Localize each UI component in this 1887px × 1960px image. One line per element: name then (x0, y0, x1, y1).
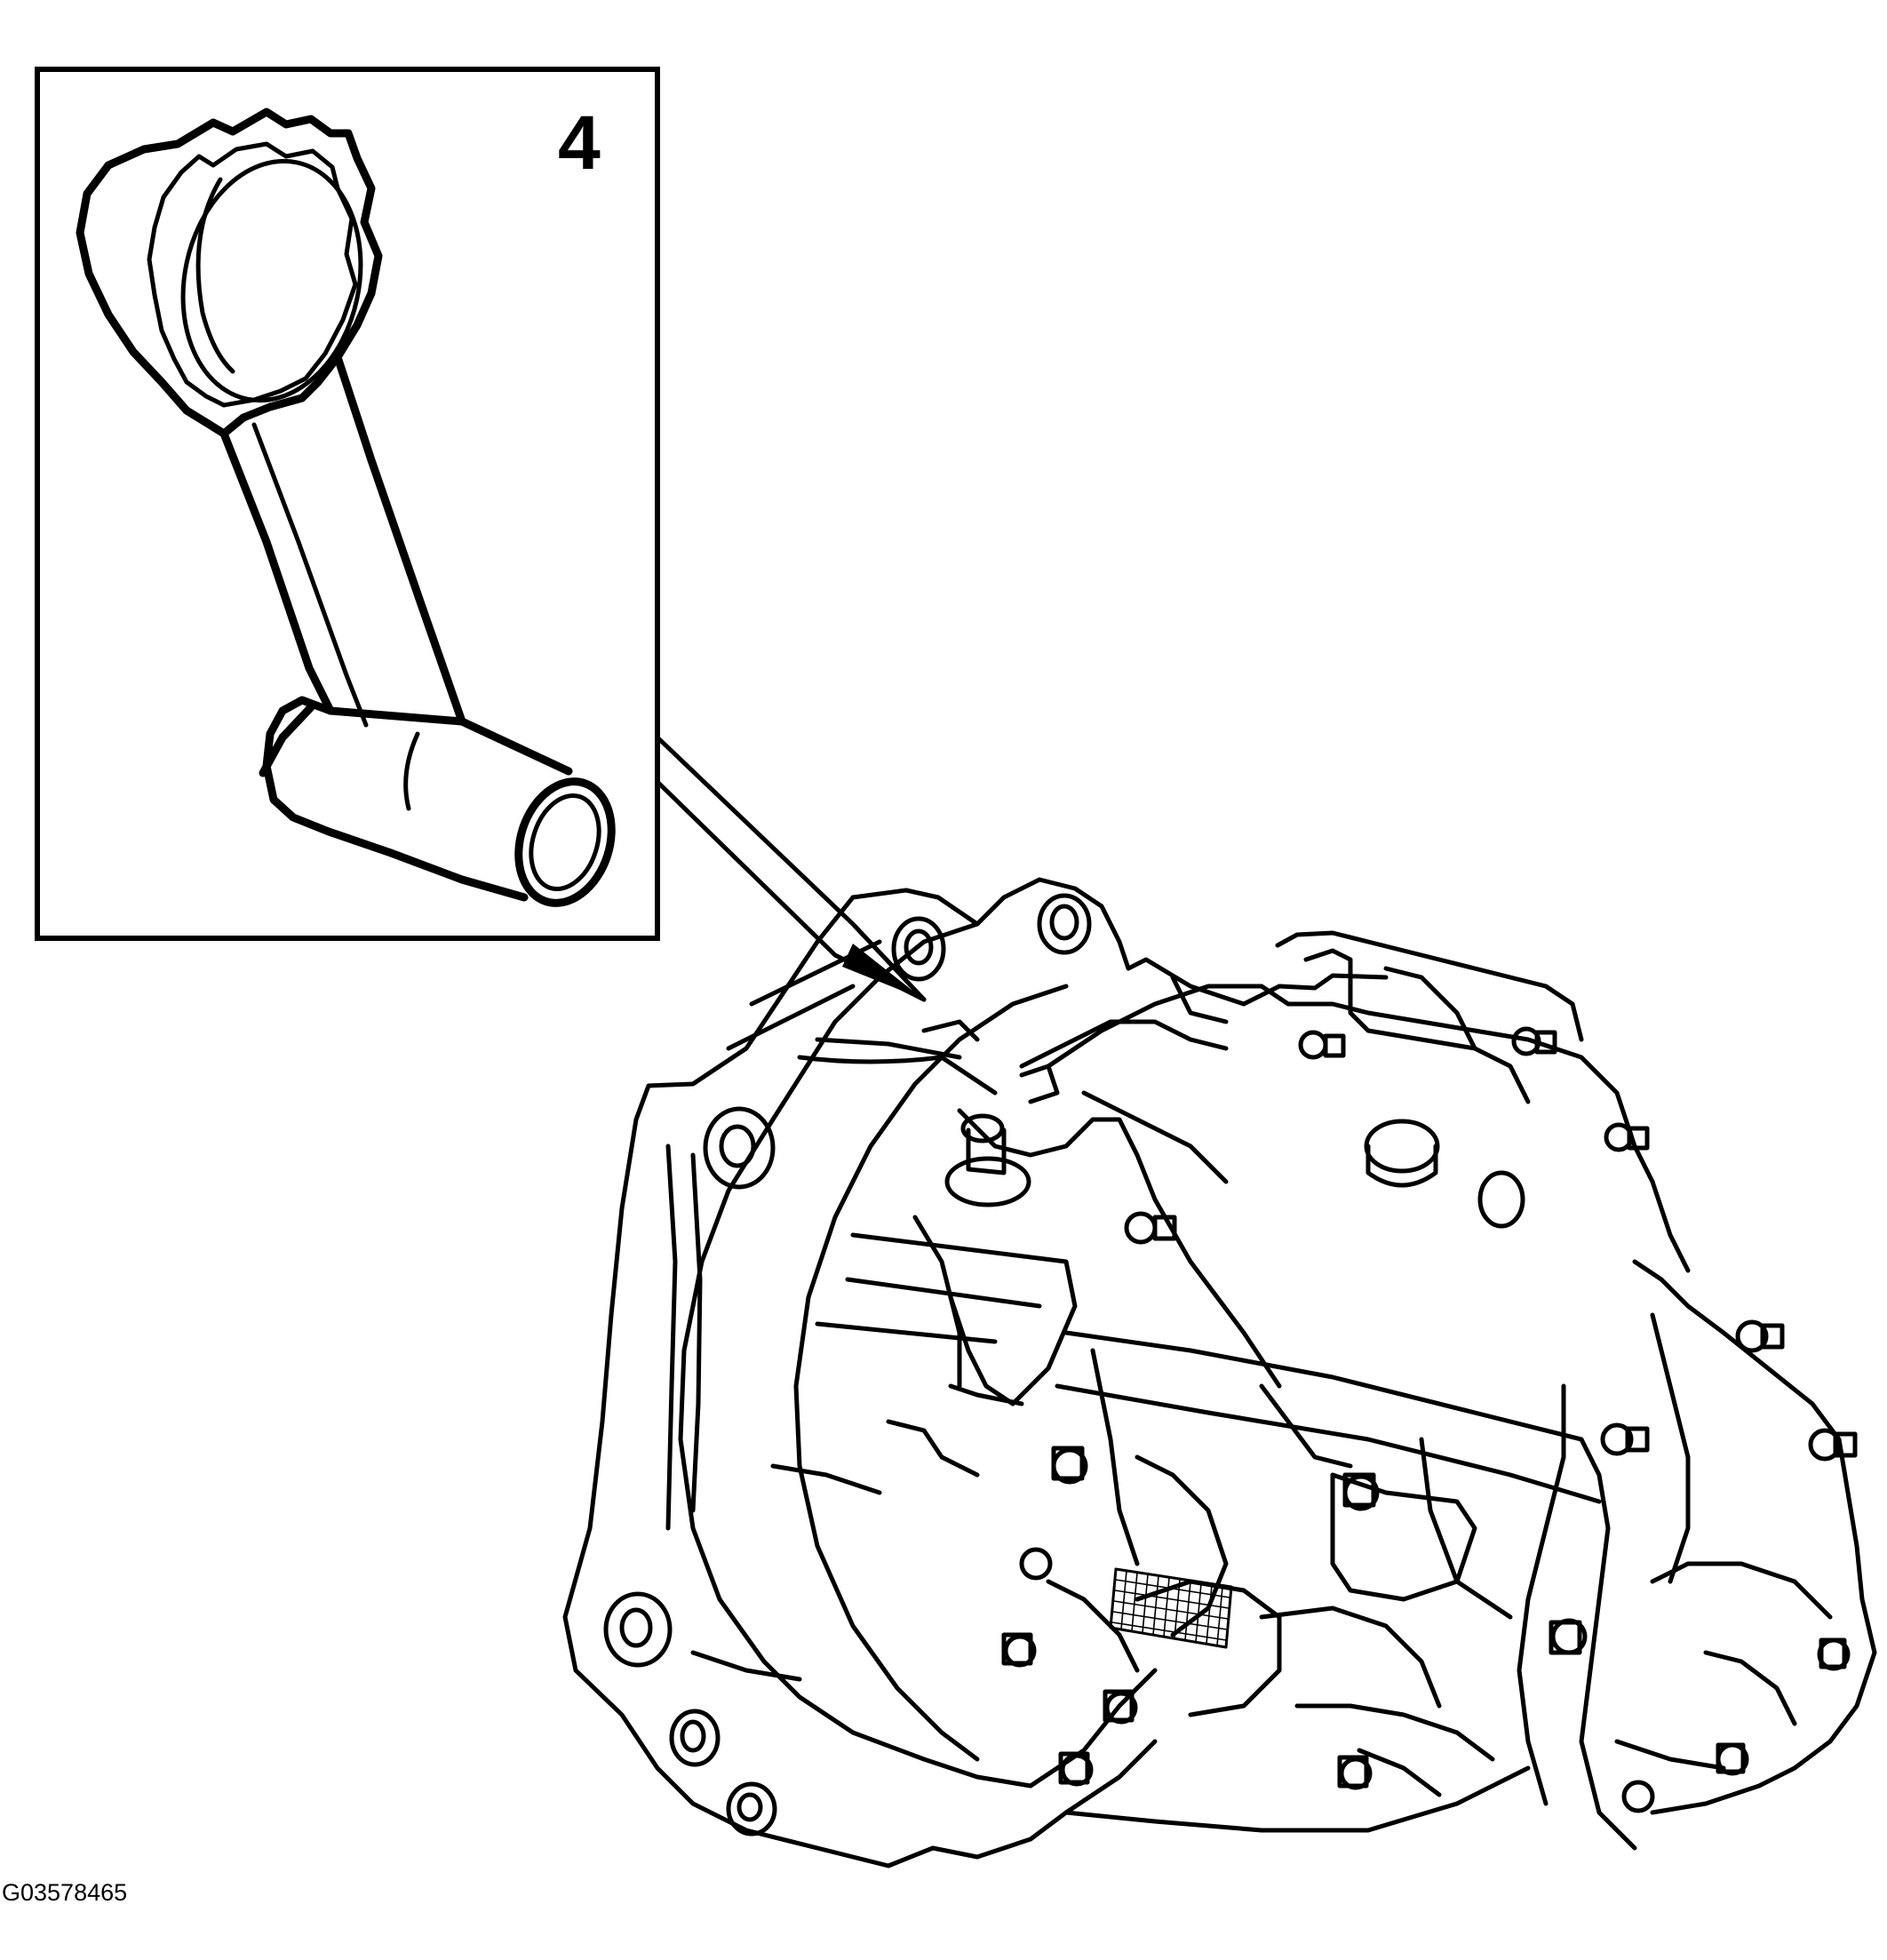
bolt-boss (1037, 893, 1092, 955)
case-bolt (1019, 1547, 1053, 1581)
case-bolt (1817, 1637, 1851, 1671)
case-bolt (1808, 1428, 1858, 1462)
figure-id: G03578465 (2, 1879, 128, 1906)
case-bolt (1549, 1618, 1588, 1655)
case-bolt (1342, 1472, 1380, 1511)
case-bolt (1051, 1446, 1088, 1485)
case-bolt (1058, 1751, 1094, 1787)
bolt-boss (703, 1106, 776, 1190)
case-bolt (1001, 1632, 1037, 1668)
release-fork-part (76, 108, 616, 907)
case-bolt (1600, 1422, 1650, 1456)
case-bolt (1716, 1742, 1749, 1776)
callout-leader (655, 735, 927, 1002)
case-bolt (1103, 1689, 1138, 1725)
case-bolt (1298, 1030, 1346, 1060)
case-bolt (1604, 1122, 1650, 1152)
release-bearing-fitting (944, 1113, 1031, 1207)
id-plate (1109, 1567, 1233, 1649)
transmission-housing (562, 877, 1877, 1868)
case-bolt (1337, 1755, 1373, 1790)
case-bolt (1735, 1319, 1785, 1353)
case-bolt (1511, 1026, 1557, 1056)
bolt-boss (891, 916, 946, 982)
bolt-boss (669, 1709, 721, 1767)
case-bolt (1621, 1780, 1655, 1813)
callout-number: 4 (558, 100, 601, 186)
bolt-boss (603, 1591, 673, 1668)
bolt-boss (726, 1781, 777, 1837)
cover-plug (1477, 1170, 1525, 1229)
shift-shaft-cap (1364, 1119, 1440, 1188)
case-bolt (1124, 1211, 1177, 1245)
detail-inset-frame (35, 67, 660, 941)
